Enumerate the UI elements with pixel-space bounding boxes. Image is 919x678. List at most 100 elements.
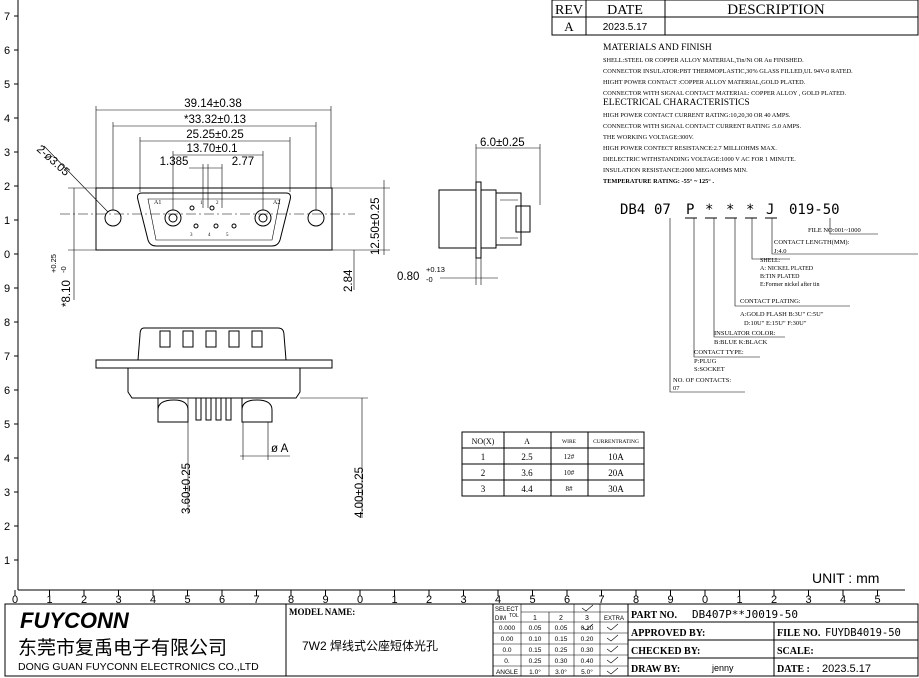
bottom-scale-tick: 0 — [12, 594, 18, 606]
spec-line: CONNECTOR WITH SIGNAL CONTACT CURRENT RA… — [603, 123, 801, 130]
tolerance-cell: 0.20 — [581, 636, 594, 643]
left-scale-tick: 4 — [4, 453, 10, 465]
bottom-scale-tick: 5 — [875, 594, 881, 606]
dim-flange-height: *8.10 — [61, 280, 73, 307]
model-name: 7W2 焊线式公座短体光孔 — [302, 638, 438, 653]
materials-heading: MATERIALS AND FINISH — [603, 43, 712, 53]
table-cell: 2 — [481, 468, 486, 478]
bottom-scale-tick: 4 — [150, 594, 156, 606]
rev-value: A — [564, 19, 574, 34]
company-name-cn: 东莞市复禹电子有限公司 — [18, 637, 227, 659]
mount-hole-left — [104, 209, 122, 227]
bottom-scale-tick: 9 — [323, 594, 329, 606]
table-cell: 3.6 — [521, 468, 533, 478]
title-block: FUYCONN 东莞市复禹电子有限公司 DONG GUAN FUYCONN EL… — [4, 603, 919, 677]
tol-col-head: EXTRA — [604, 616, 624, 622]
dim-shell-height: 12.50±0.25 — [370, 198, 382, 255]
table-cell: 2.5 — [521, 452, 533, 462]
table-header: CURRENTRATING — [593, 439, 639, 445]
code-segment: * — [705, 202, 713, 218]
file-no-label: FILE NO. — [777, 628, 821, 639]
front-view: ø A 3.60±0.25 4.00±0.25 — [95, 327, 368, 518]
table-cell: 4.4 — [521, 484, 533, 494]
bottom-scale-tick: 6 — [564, 594, 570, 606]
left-scale-tick: 5 — [4, 79, 10, 91]
bottom-scale-tick: 8 — [288, 594, 294, 606]
left-scale-tick: 9 — [4, 283, 10, 295]
spec-line: SHELL:STEEL OR COPPER ALLOY MATERIAL,Tin… — [603, 57, 804, 64]
code-label: FILE NO:001~1000 — [808, 227, 861, 234]
part-code: DB4 07 P * * * J 019-50 FILE NO:001~1000… — [620, 202, 918, 393]
top-view: A1 A2 1 2 3 4 5 39.14±0.38 *33.32±0.13 2… — [34, 98, 390, 307]
code-segment: 019-50 — [789, 202, 840, 218]
bottom-scale-tick: 4 — [495, 594, 501, 606]
model-name-label: MODEL NAME: — [289, 607, 355, 617]
left-scale-tick: 1 — [4, 555, 10, 567]
tolerance-cell: 0.05 — [529, 625, 542, 632]
pin-label: 2 — [216, 201, 219, 206]
bottom-scale-tick: 7 — [254, 594, 260, 606]
bottom-scale-tick: 0 — [702, 594, 708, 606]
spec-line: CONNECTOR WITH SIGNAL CONTACT MATERIAL: … — [603, 90, 846, 97]
file-no-value: FUYDB4019-50 — [825, 627, 901, 639]
dim-flange-thickness: 0.80 — [397, 271, 419, 283]
tolerance-cell: 0.00 — [501, 636, 514, 643]
tolerance-cell: 0.000 — [499, 625, 516, 632]
code-segment: DB4 — [620, 202, 645, 218]
bottom-scale-tick: 7 — [599, 594, 605, 606]
electrical-heading: ELECTRICAL CHARACTERISTICS — [603, 98, 750, 108]
spec-line: HIGHT POWER CONTACT :COPPER ALLOY MATERI… — [603, 79, 806, 86]
dim-phi-a: ø A — [271, 443, 289, 455]
dim-offset: 2.84 — [343, 269, 355, 292]
dim-mating-depth: 6.0±0.25 — [480, 137, 525, 149]
pin-label: A2 — [273, 200, 280, 206]
tolerance-cell: ANGLE — [496, 669, 519, 676]
rev-date: 2023.5.17 — [603, 22, 648, 33]
side-view: 6.0±0.25 0.80 +0.13 -0 — [397, 137, 541, 285]
bottom-scale-tick: 1 — [737, 594, 743, 606]
dim-tol-minus: -0 — [59, 266, 68, 273]
table-cell: 8# — [566, 485, 574, 493]
dim-contact-pitch: 13.70±0.1 — [186, 143, 237, 155]
code-label: CONTACT PLATING: — [740, 298, 801, 305]
company-logo: FUYCONN — [20, 608, 130, 633]
dim-signal-pitch: 2.77 — [232, 156, 254, 168]
draw-by-value: jenny — [711, 663, 734, 673]
pin-label: 4 — [208, 233, 211, 238]
table-cell: 30A — [608, 484, 624, 494]
code-label: NO. OF CONTACTS: — [673, 377, 731, 384]
dim-hole-pitch: *33.32±0.13 — [184, 114, 246, 126]
tol-corner: DIM — [495, 616, 506, 622]
spec-line: INSULATION RESISTANCE:2000 MEGAOHMS MIN. — [603, 167, 748, 174]
left-scale-tick: 3 — [4, 147, 10, 159]
tolerance-cell: 0.0 — [502, 647, 511, 654]
code-label: B:BLUE K:BLACK — [714, 339, 768, 346]
code-label: B:TIN PLATED — [760, 274, 800, 280]
side-body — [438, 189, 477, 249]
left-scale-tick: 8 — [4, 317, 10, 329]
tolerance-cell: 0.30 — [555, 658, 568, 665]
tolerance-cell: 0.10 — [529, 636, 542, 643]
tolerance-cell: 0.15 — [555, 636, 568, 643]
checked-by-label: CHECKED BY: — [631, 646, 700, 657]
bottom-scale-tick: 3 — [116, 594, 122, 606]
dim-overall-width: 39.14±0.38 — [184, 98, 241, 110]
bottom-scale-tick: 4 — [840, 594, 846, 606]
code-label: A:GOLD FLASH B:3U" C:5U" — [740, 311, 824, 318]
left-scale-tick: 3 — [4, 487, 10, 499]
left-scale-tick: 7 — [4, 351, 10, 363]
table-cell: 12# — [564, 453, 575, 461]
left-scale-tick: 6 — [4, 385, 10, 397]
left-scale-tick: 5 — [4, 419, 10, 431]
tol-corner: TOL — [509, 613, 519, 619]
table-cell: 3 — [481, 484, 486, 494]
code-label: S:SOCKET — [694, 366, 725, 373]
tol-col-head: 3 — [585, 615, 589, 622]
code-label: P:PLUG — [694, 358, 717, 365]
left-scale-tick: 1 — [4, 215, 10, 227]
spec-line: DIELECTRIC WITHSTANDING VOLTAGE:1000 V A… — [603, 156, 796, 163]
bottom-scale-tick: 8 — [633, 594, 639, 606]
code-label: SHELL: — [760, 258, 781, 264]
